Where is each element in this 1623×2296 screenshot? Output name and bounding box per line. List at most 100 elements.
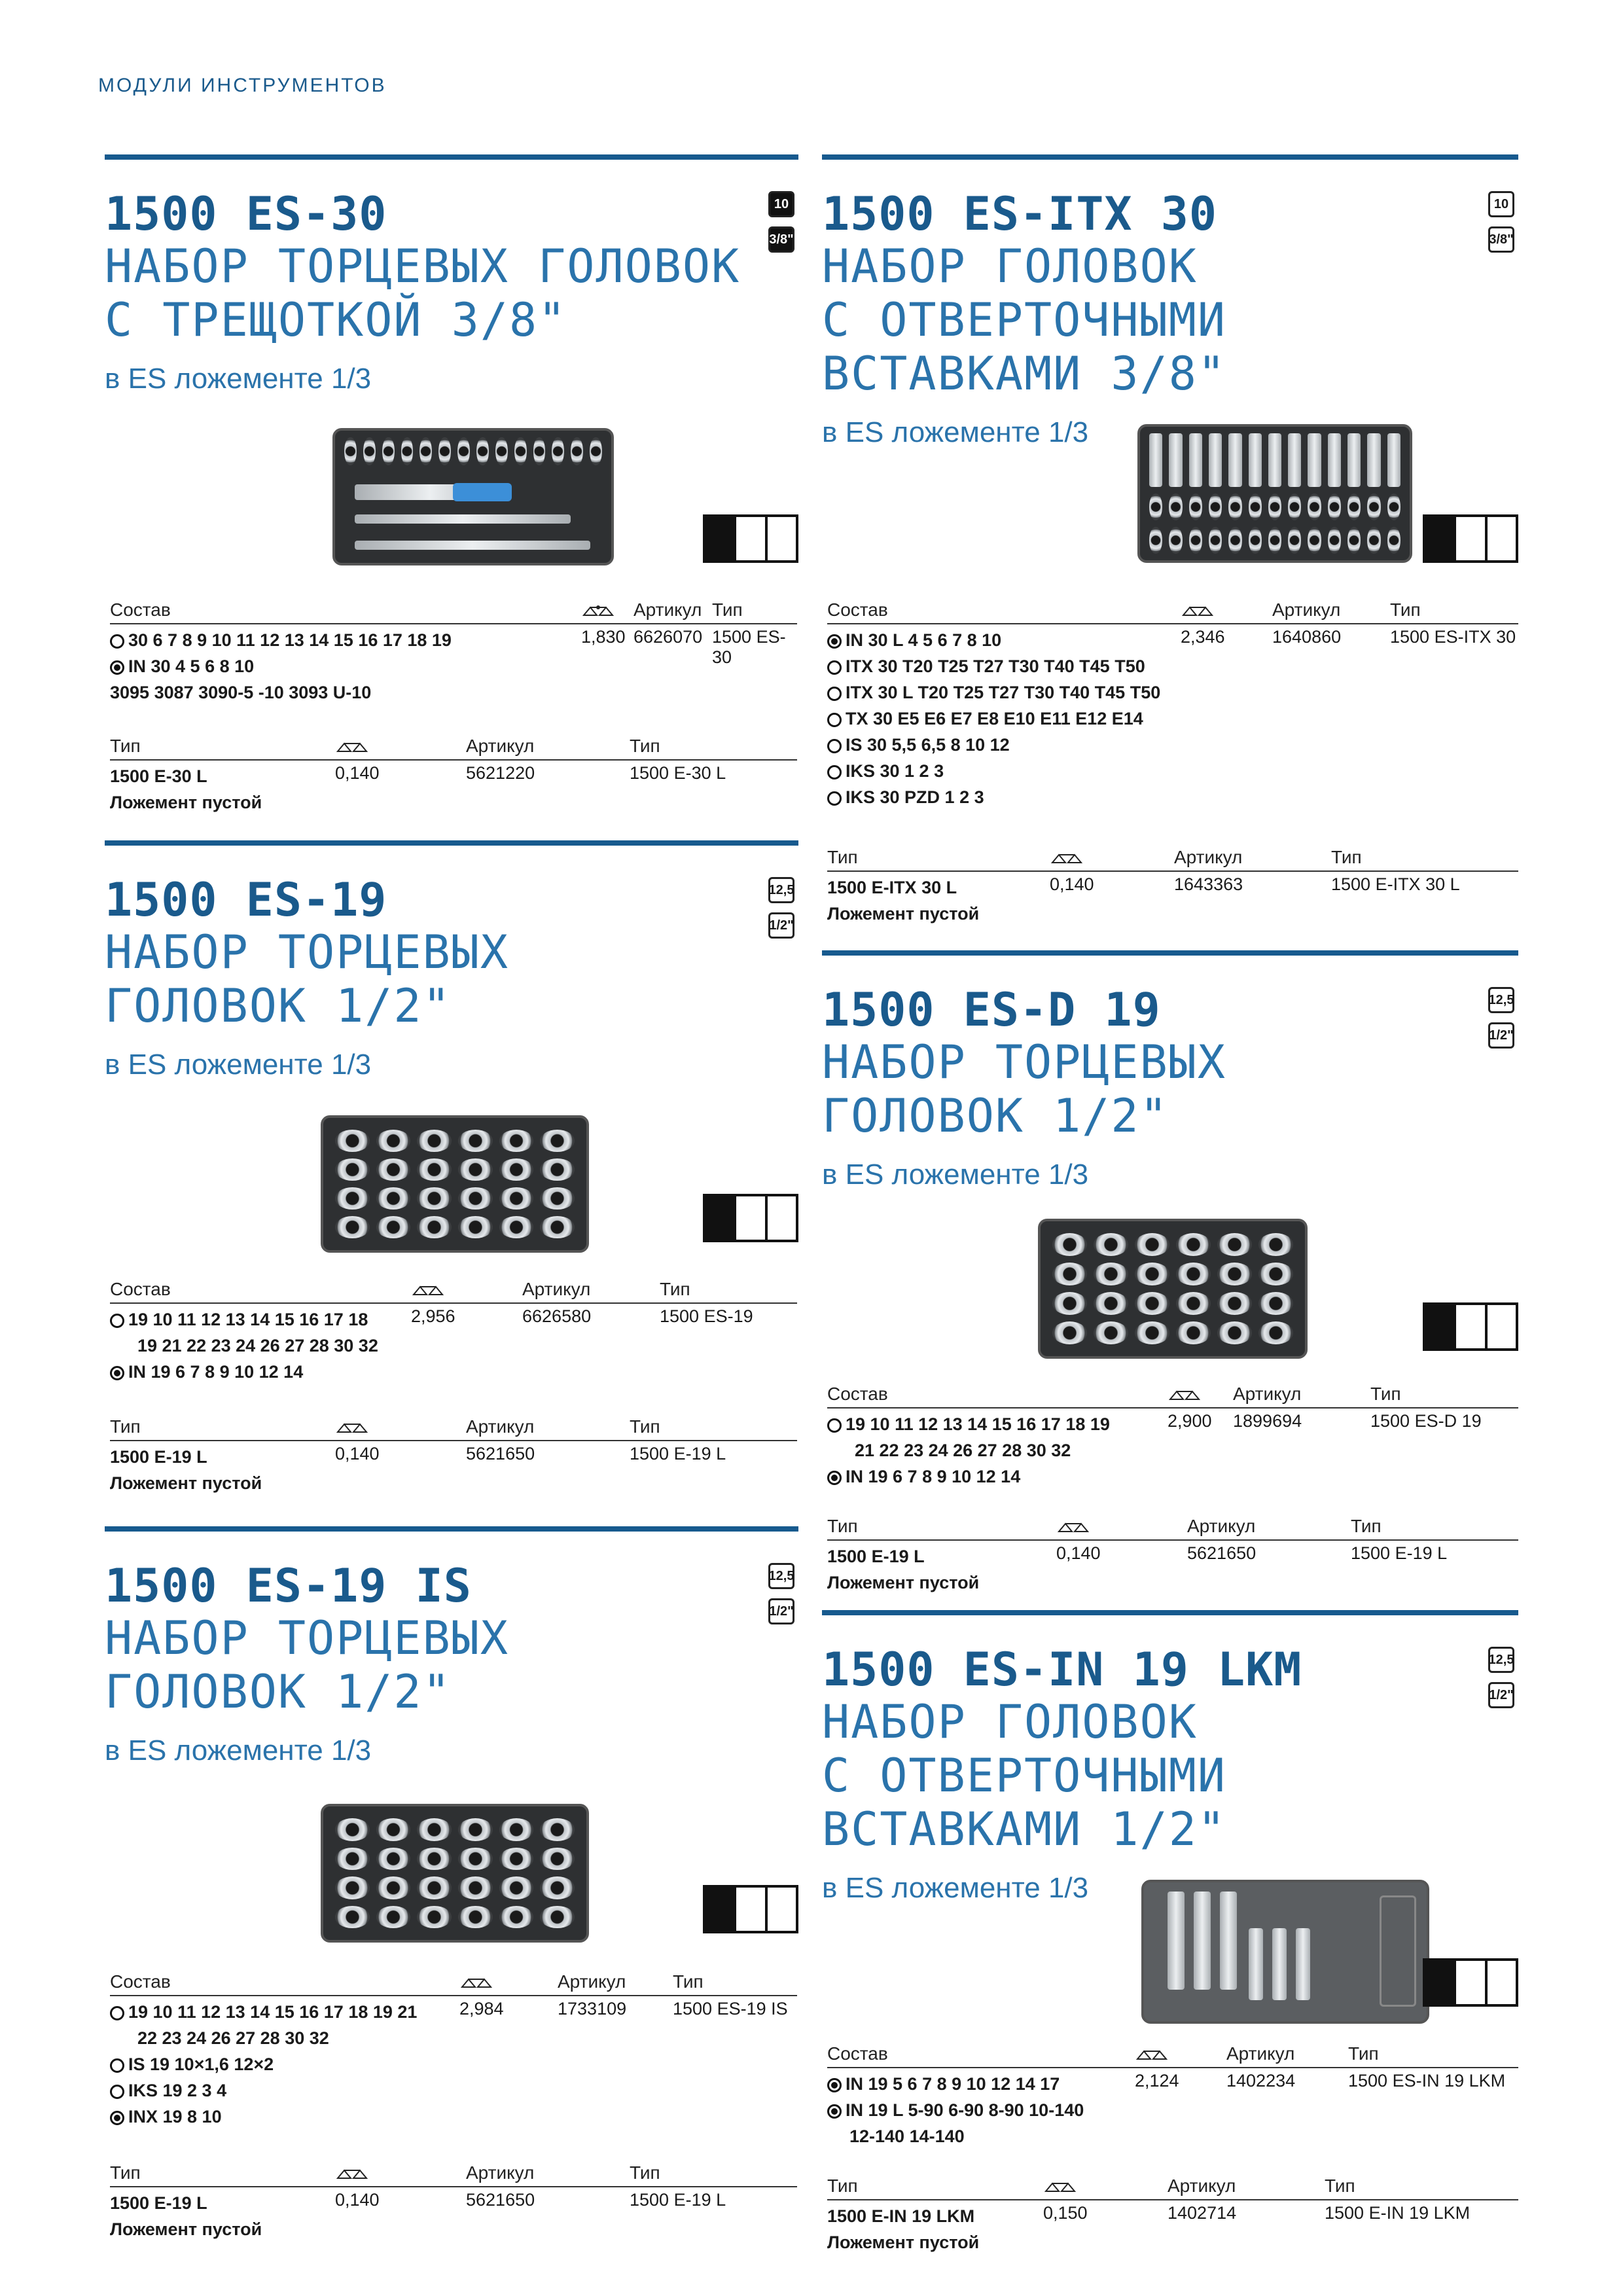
product-code: 1500 ES-ITX 30 — [822, 187, 1218, 241]
col-article: Артикул — [466, 1416, 630, 1441]
contents-table: Состав Артикул Тип 19 10 11 12 13 14 15 … — [110, 1279, 797, 1386]
product-subtitle: в ES ложементе 1/3 — [822, 1872, 1089, 1904]
tray-type: 1500 E-IN 19 LKM — [827, 2206, 975, 2226]
drive-inch-badge: 1/2" — [768, 912, 794, 939]
drive-size-badge: 12,5 — [1488, 1647, 1514, 1673]
col-article: Артикул — [522, 1279, 660, 1304]
col-type: Тип — [673, 1971, 797, 1996]
hex-bit-icon — [827, 1470, 842, 1485]
product-desc-line: С ОТВЕРТОЧНЫМИ — [822, 293, 1227, 347]
col-type: Тип — [827, 2176, 1043, 2200]
tray-type-2: 1500 E-19 L — [630, 2190, 726, 2210]
product-desc-line: НАБОР ТОРЦЕВЫХ — [105, 1611, 510, 1665]
col-article: Артикул — [466, 2162, 630, 2187]
product-es-itx-30: 1500 ES-ITX 30 НАБОР ГОЛОВОК С ОТВЕРТОЧН… — [822, 154, 1518, 940]
tray-weight: 0,140 — [335, 1444, 380, 1463]
drive-size-badge: 10 — [768, 191, 794, 217]
tray-weight: 0,140 — [335, 763, 380, 783]
slotted-icon — [827, 738, 842, 753]
phillips-icon — [827, 764, 842, 780]
weight-icon — [412, 1285, 444, 1295]
product-code: 1500 ES-IN 19 LKM — [822, 1643, 1302, 1696]
weight-icon — [336, 2169, 368, 2179]
product-desc-line: С ОТВЕРТОЧНЫМИ — [822, 1749, 1227, 1803]
content-line: IS 30 5,5 6,5 8 10 12 — [827, 732, 1181, 758]
weight-icon — [1135, 2050, 1168, 2060]
tray-article: 1402714 — [1168, 2203, 1237, 2223]
hex-bit-icon — [827, 2104, 842, 2119]
content-line: INX 19 8 10 — [110, 2104, 459, 2130]
tray-empty-label: Ложемент пустой — [827, 1573, 980, 1592]
weight-icon — [1181, 606, 1214, 616]
tray-type-2: 1500 E-19 L — [1351, 1543, 1448, 1563]
weight-icon — [1050, 853, 1083, 863]
socket-icon — [110, 1313, 124, 1328]
col-type: Тип — [630, 2162, 797, 2187]
torx-icon — [827, 686, 842, 701]
tray-type-2: 1500 E-30 L — [630, 763, 726, 783]
col-type: Тип — [827, 847, 1050, 872]
product-subtitle: в ES ложементе 1/3 — [105, 1049, 372, 1081]
content-line: TX 30 E5 E6 E7 E8 E10 E11 E12 E14 — [827, 706, 1181, 732]
product-desc-line: НАБОР ГОЛОВОК — [822, 1695, 1198, 1749]
col-type: Тип — [110, 1416, 335, 1441]
tray-empty-label: Ложемент пустой — [110, 793, 262, 812]
tray-size-indicator — [1423, 514, 1518, 563]
col-article: Артикул — [1226, 2043, 1348, 2068]
col-contents: Состав — [110, 1279, 411, 1304]
col-type: Тип — [1370, 1384, 1518, 1408]
tray-article: 5621650 — [1187, 1543, 1257, 1563]
tray-weight: 0,140 — [1050, 874, 1094, 894]
tray-type: 1500 E-19 L — [110, 1447, 207, 1467]
col-type: Тип — [1390, 600, 1518, 624]
col-article: Артикул — [633, 600, 712, 624]
content-line: 19 10 11 12 13 14 15 16 17 18 19 — [827, 1411, 1168, 1437]
col-contents: Состав — [827, 2043, 1135, 2068]
content-line: 30 6 7 8 9 10 11 12 13 14 15 16 17 18 19 — [110, 627, 581, 653]
tray-article: 5621220 — [466, 763, 535, 783]
hex-bit-icon — [827, 2077, 842, 2092]
section-rule — [822, 1610, 1518, 1615]
tray-type: 1500 E-19 L — [110, 2193, 207, 2213]
drive-size-badge: 12,5 — [768, 877, 794, 903]
content-line: IKS 30 PZD 1 2 3 — [827, 784, 1181, 810]
content-line: ITX 30 T20 T25 T27 T30 T40 T45 T50 — [827, 653, 1181, 679]
type-value: 1500 ES-D 19 — [1370, 1411, 1482, 1431]
col-contents: Состав — [827, 1384, 1168, 1408]
col-article: Артикул — [1168, 2176, 1325, 2200]
tray-weight: 0,150 — [1043, 2203, 1088, 2223]
contents-table: Состав Артикул Тип IN 30 L 4 5 6 7 8 10 … — [827, 600, 1518, 812]
pozidriv-icon — [827, 791, 842, 806]
col-type: Тип — [827, 1516, 1056, 1541]
product-es-in-19-lkm: 1500 ES-IN 19 LKM НАБОР ГОЛОВОК С ОТВЕРТ… — [822, 1610, 1518, 2265]
tray-type-2: 1500 E-ITX 30 L — [1331, 874, 1460, 894]
tray-article: 5621650 — [466, 1444, 535, 1463]
tray-empty-label: Ложемент пустой — [827, 904, 980, 924]
type-value: 1500 ES-ITX 30 — [1390, 627, 1516, 647]
weight-icon — [336, 742, 368, 752]
tray-size-indicator — [703, 1885, 798, 1933]
product-desc-line: НАБОР ТОРЦЕВЫХ — [822, 1035, 1227, 1089]
weight-value: 2,984 — [459, 1999, 504, 2018]
content-line: IN 19 L 5-90 6-90 8-90 10-140 — [827, 2097, 1135, 2123]
weight-icon — [582, 605, 615, 616]
product-code: 1500 ES-19 — [105, 873, 387, 927]
weight-value: 2,900 — [1168, 1411, 1212, 1431]
content-line: IN 30 L 4 5 6 7 8 10 — [827, 627, 1181, 653]
slotted-icon — [110, 2058, 124, 2073]
col-article: Артикул — [1187, 1516, 1351, 1541]
product-desc-line: ГОЛОВОК 1/2" — [105, 1665, 452, 1719]
type-value: 1500 ES-19 — [660, 1306, 753, 1326]
article-value: 1402234 — [1226, 2071, 1296, 2090]
weight-value: 2,346 — [1181, 627, 1225, 647]
article-value: 6626070 — [633, 627, 703, 647]
col-type: Тип — [1331, 847, 1518, 872]
tray-weight: 0,140 — [335, 2190, 380, 2210]
product-desc-line: НАБОР ТОРЦЕВЫХ — [105, 925, 510, 979]
col-contents: Состав — [110, 1971, 459, 1996]
weight-icon — [1044, 2182, 1077, 2192]
col-article: Артикул — [558, 1971, 673, 1996]
contents-table: Состав Артикул Тип 30 6 7 8 9 10 11 12 1… — [110, 600, 797, 707]
